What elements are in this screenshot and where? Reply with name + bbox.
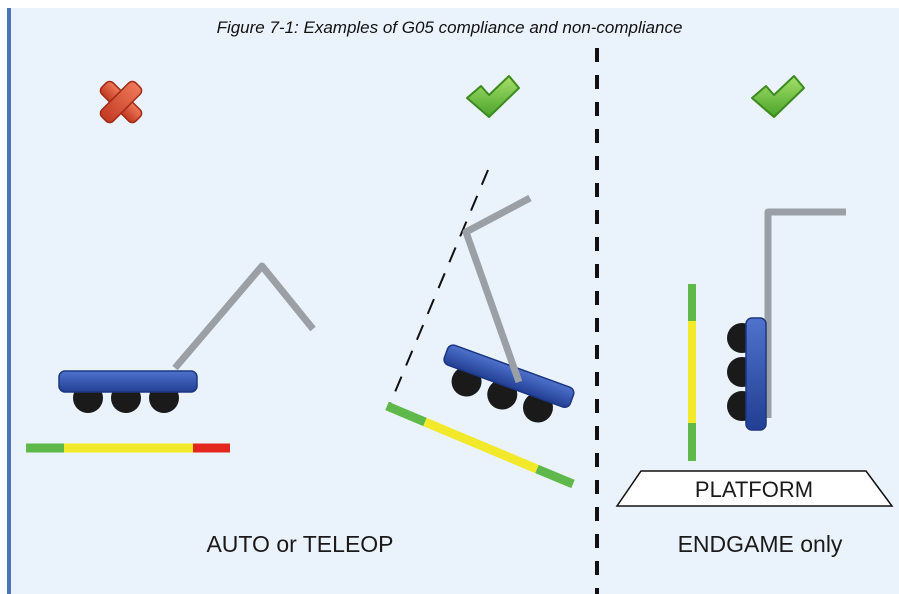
robot-arm	[764, 208, 846, 418]
robot-chassis	[745, 317, 767, 431]
cross-icon	[99, 80, 143, 124]
robot-arm	[462, 194, 532, 384]
robot-arm	[172, 262, 316, 371]
boundary-dashed-line	[389, 169, 489, 405]
robot-tilted	[443, 344, 575, 423]
robot-flat	[58, 262, 316, 413]
section-label-auto-teleop: AUTO or TELEOP	[206, 531, 393, 557]
extension-bar-tilted	[385, 401, 575, 489]
left-border-rule	[7, 8, 11, 594]
check-icon	[466, 75, 520, 118]
platform	[615, 470, 894, 507]
robot-vertical	[727, 208, 846, 431]
figure-caption: Figure 7-1: Examples of G05 compliance a…	[216, 18, 683, 37]
check-icon	[751, 75, 805, 118]
robot-chassis	[58, 370, 198, 393]
platform-label: PLATFORM	[695, 477, 813, 502]
section-label-endgame: ENDGAME only	[678, 531, 843, 557]
